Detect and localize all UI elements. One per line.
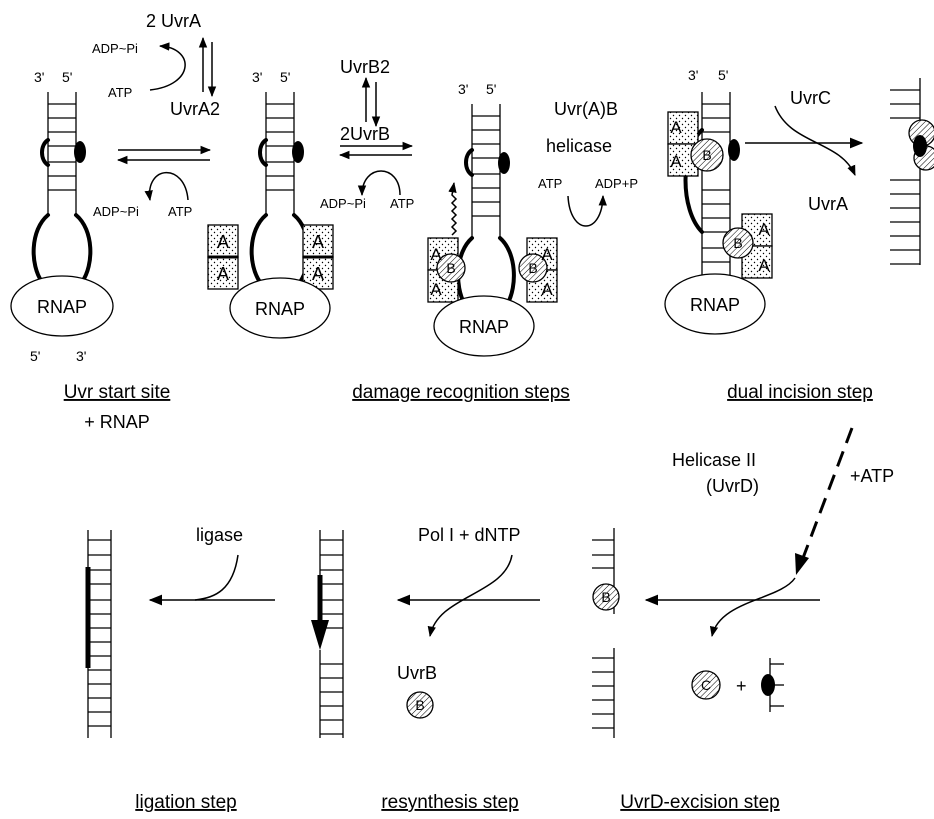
- uvrab-helicase-step: Uvr(A)B helicase ATP ADP+P: [538, 99, 638, 226]
- label-ligase: ligase: [196, 525, 243, 545]
- caption-ligation: ligation step: [135, 792, 236, 813]
- label-5prime-2: 5': [280, 69, 290, 85]
- svg-text:A: A: [430, 245, 442, 264]
- svg-text:A: A: [541, 245, 553, 264]
- caption-resynthesis: resynthesis step: [381, 792, 518, 813]
- svg-text:A: A: [217, 264, 229, 284]
- svg-text:RNAP: RNAP: [459, 317, 509, 337]
- label-uvra2: UvrA2: [170, 99, 220, 119]
- label-helicase-ii: Helicase II: [672, 450, 756, 470]
- caption-start-site-rnap: + RNAP: [84, 412, 150, 432]
- label-3prime-2: 3': [252, 69, 262, 85]
- svg-text:A: A: [541, 280, 553, 299]
- svg-text:B: B: [702, 147, 711, 163]
- label-uvr-a-b: Uvr(A)B: [554, 99, 618, 119]
- label-2uvra: 2 UvrA: [146, 11, 201, 31]
- label-5prime-3: 5': [486, 81, 496, 97]
- label-atp-mid: ATP: [390, 196, 414, 211]
- label-5prime-bottom: 5': [30, 348, 40, 364]
- svg-text:B: B: [446, 260, 455, 276]
- label-5prime: 5': [62, 69, 72, 85]
- label-adp-pi-top: ADP~Pi: [92, 41, 138, 56]
- uvrb-binding: UvrB2 2UvrB ADP~Pi ATP: [320, 57, 414, 211]
- label-adp-p-helicase: ADP+P: [595, 176, 638, 191]
- incised-dna: [890, 78, 934, 265]
- lesion-mark: [74, 141, 86, 163]
- caption-damage-recognition: damage recognition steps: [352, 382, 570, 403]
- label-uvrc: UvrC: [790, 88, 831, 108]
- svg-text:B: B: [415, 697, 424, 713]
- label-plus-atp: +ATP: [850, 466, 894, 486]
- excised-oligo-lesion: [761, 674, 775, 696]
- svg-text:A: A: [430, 280, 442, 299]
- svg-text:B: B: [733, 235, 742, 251]
- svg-text:RNAP: RNAP: [255, 299, 305, 319]
- label-plus: +: [736, 676, 747, 696]
- svg-text:C: C: [701, 677, 711, 693]
- label-pol-i: Pol I + dNTP: [418, 525, 521, 545]
- caption-excision: UvrD-excision step: [620, 792, 779, 813]
- rnap-label: RNAP: [37, 297, 87, 317]
- svg-text:A: A: [217, 232, 229, 252]
- svg-text:B: B: [601, 589, 610, 605]
- label-3prime-bottom: 3': [76, 348, 86, 364]
- svg-text:A: A: [670, 152, 682, 171]
- label-atp-helicase: ATP: [538, 176, 562, 191]
- caption-dual-incision: dual incision step: [727, 382, 873, 403]
- label-adp-pi-mid: ADP~Pi: [320, 196, 366, 211]
- uvrc-step: UvrC UvrA: [745, 88, 862, 214]
- svg-text:B: B: [528, 260, 537, 276]
- label-adp-pi-left: ADP~Pi: [93, 204, 139, 219]
- svg-text:A: A: [312, 232, 324, 252]
- label-3prime-3: 3': [458, 81, 468, 97]
- excision-complex: B C +: [592, 528, 820, 738]
- label-atp-left: ATP: [168, 204, 192, 219]
- ligated-dna: ligase: [88, 525, 275, 738]
- svg-text:RNAP: RNAP: [690, 295, 740, 315]
- label-3prime-4: 3': [688, 67, 698, 83]
- label-5prime-4: 5': [718, 67, 728, 83]
- resynthesis-complex: Pol I + dNTP UvrB B: [311, 525, 540, 738]
- svg-text:A: A: [758, 220, 770, 239]
- label-uvra-released: UvrA: [808, 194, 848, 214]
- caption-start-site: Uvr start site: [64, 382, 171, 403]
- label-helicase: helicase: [546, 136, 612, 156]
- label-atp-top: ATP: [108, 85, 132, 100]
- preincision-complex: 3' 5' A A B A A B RNAP: [665, 67, 772, 334]
- svg-text:A: A: [758, 256, 770, 275]
- label-uvrd: (UvrD): [706, 476, 759, 496]
- svg-text:A: A: [312, 264, 324, 284]
- helicase-ii-step: Helicase II (UvrD) +ATP: [672, 428, 894, 575]
- uvra-dimerization: 2 UvrA ADP~Pi ATP UvrA2 ADP~Pi ATP: [92, 11, 220, 219]
- label-uvrb2: UvrB2: [340, 57, 390, 77]
- label-3prime: 3': [34, 69, 44, 85]
- label-uvrb-released: UvrB: [397, 663, 437, 683]
- label-2uvrb: 2UvrB: [340, 124, 390, 144]
- uvra2b-complex: 3' 5' A A B A A B RNAP: [428, 81, 557, 356]
- svg-text:A: A: [670, 118, 682, 137]
- uvra2-bound-complex: 3' 5' A A A A RNAP: [208, 69, 333, 338]
